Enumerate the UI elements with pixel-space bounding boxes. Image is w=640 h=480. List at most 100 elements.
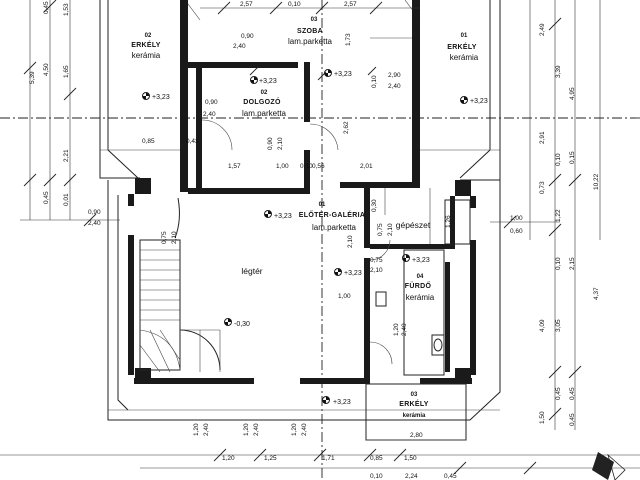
svg-text:1,50: 1,50 (539, 411, 546, 424)
room-label-legter: légtér (241, 266, 262, 276)
dimension-texts: 2,57 0,10 2,57 0,90 2,40 0,90 2,40 2,90 … (88, 1, 523, 480)
svg-text:2,40: 2,40 (388, 83, 401, 90)
svg-text:5,39: 5,39 (29, 71, 36, 84)
svg-text:+3,23: +3,23 (333, 399, 351, 406)
svg-text:2,40: 2,40 (401, 323, 408, 336)
svg-text:2,10: 2,10 (171, 231, 178, 244)
svg-text:2,40: 2,40 (301, 423, 308, 436)
svg-text:0,45: 0,45 (444, 473, 457, 480)
svg-text:2,10: 2,10 (277, 137, 284, 150)
svg-text:1,65: 1,65 (63, 65, 70, 78)
svg-text:4,95: 4,95 (569, 87, 576, 100)
svg-text:0,73: 0,73 (539, 181, 546, 194)
svg-text:2,15: 2,15 (569, 257, 576, 270)
svg-text:03: 03 (411, 392, 418, 398)
svg-text:0,45: 0,45 (569, 387, 576, 400)
svg-text:02: 02 (261, 90, 268, 96)
svg-text:ELŐTÉR-GALÉRIA: ELŐTÉR-GALÉRIA (299, 210, 365, 219)
svg-text:01: 01 (461, 33, 468, 39)
svg-text:01: 01 (319, 202, 326, 208)
svg-text:2,40: 2,40 (233, 43, 246, 50)
svg-text:légtér: légtér (241, 266, 262, 276)
room-label-dolgozo: 02 DOLGOZÓ lam.parketta (242, 90, 287, 118)
level-marker-icons (142, 69, 468, 404)
svg-text:4,50: 4,50 (43, 63, 50, 76)
room-label-erkely-bottom: 03 ERKÉLY kerámia (399, 392, 429, 419)
svg-text:ERKÉLY: ERKÉLY (447, 42, 477, 51)
svg-text:DOLGOZÓ: DOLGOZÓ (243, 97, 281, 106)
svg-text:1,71: 1,71 (322, 455, 335, 462)
svg-text:0,75: 0,75 (161, 231, 168, 244)
svg-text:1,26: 1,26 (445, 215, 452, 228)
svg-text:1,73: 1,73 (345, 33, 352, 46)
svg-text:0,45: 0,45 (569, 413, 576, 426)
svg-text:+3,23: +3,23 (344, 270, 362, 277)
svg-text:1,00: 1,00 (338, 293, 351, 300)
svg-text:0,10: 0,10 (555, 153, 562, 166)
svg-text:lam.parketta: lam.parketta (288, 37, 333, 46)
svg-text:+3,23: +3,23 (412, 257, 430, 264)
svg-text:0,01: 0,01 (63, 193, 70, 206)
svg-text:02: 02 (145, 33, 152, 39)
svg-text:+3,23: +3,23 (274, 213, 292, 220)
roof-outline (99, 0, 501, 421)
svg-text:0,15: 0,15 (569, 151, 576, 164)
svg-text:4,09: 4,09 (539, 319, 546, 332)
svg-text:04: 04 (417, 274, 424, 280)
svg-text:2,01: 2,01 (360, 163, 373, 170)
svg-text:+3,23: +3,23 (334, 71, 352, 78)
svg-text:2,21: 2,21 (63, 149, 70, 162)
svg-text:lam.parketta: lam.parketta (312, 223, 357, 232)
svg-text:2,91: 2,91 (539, 131, 546, 144)
svg-text:0,10: 0,10 (555, 257, 562, 270)
svg-text:+3,23: +3,23 (259, 78, 277, 85)
north-arrow-icon (592, 452, 626, 480)
room-label-erkely-left: 02 ERKÉLY kerámia (131, 33, 161, 60)
svg-text:1,20: 1,20 (222, 455, 235, 462)
svg-text:0,90: 0,90 (241, 33, 254, 40)
svg-text:lam.parketta: lam.parketta (242, 109, 287, 118)
svg-text:0,43: 0,43 (186, 138, 199, 145)
svg-text:3,05: 3,05 (555, 319, 562, 332)
svg-text:+3,23: +3,23 (470, 98, 488, 105)
svg-text:1,20: 1,20 (393, 323, 400, 336)
svg-text:-0,30: -0,30 (234, 321, 250, 328)
room-label-erkely-right: 01 ERKÉLY kerámia (447, 33, 479, 62)
svg-text:2,90: 2,90 (388, 72, 401, 79)
svg-text:1,57: 1,57 (228, 163, 241, 170)
svg-text:0,75: 0,75 (370, 257, 383, 264)
room-label-szoba: 03 SZOBA lam.parketta (288, 17, 333, 46)
svg-text:1,20: 1,20 (291, 423, 298, 436)
svg-text:2,80: 2,80 (410, 432, 423, 439)
svg-text:1,00: 1,00 (510, 215, 523, 222)
svg-text:2,57: 2,57 (240, 1, 253, 8)
door-swings (201, 119, 471, 365)
svg-text:0,90: 0,90 (205, 99, 218, 106)
svg-text:2,40: 2,40 (88, 220, 101, 227)
svg-text:1,50: 1,50 (404, 455, 417, 462)
svg-text:gépészet: gépészet (396, 220, 431, 230)
svg-text:0,85: 0,85 (370, 455, 383, 462)
room-label-eloter: 01 ELŐTÉR-GALÉRIA lam.parketta (299, 202, 365, 232)
svg-text:1,53: 1,53 (63, 3, 70, 16)
svg-text:1,20: 1,20 (243, 423, 250, 436)
svg-text:0,45: 0,45 (43, 191, 50, 204)
svg-text:kerámia: kerámia (132, 51, 161, 60)
svg-text:2,10: 2,10 (347, 235, 354, 248)
svg-text:2,10: 2,10 (370, 267, 383, 274)
svg-text:0,85: 0,85 (142, 138, 155, 145)
bottom-balcony (365, 383, 467, 441)
svg-text:0,75: 0,75 (377, 223, 384, 236)
svg-text:0,10: 0,10 (288, 1, 301, 8)
svg-text:2,10: 2,10 (387, 223, 394, 236)
svg-text:SZOBA: SZOBA (297, 28, 323, 35)
svg-text:FÜRDŐ: FÜRDŐ (405, 281, 432, 290)
svg-text:ERKÉLY: ERKÉLY (399, 399, 429, 408)
svg-text:0,10: 0,10 (300, 163, 313, 170)
svg-text:0,10: 0,10 (371, 75, 378, 88)
svg-text:2,57: 2,57 (344, 1, 357, 8)
svg-text:2,49: 2,49 (539, 23, 546, 36)
svg-text:0,56: 0,56 (312, 163, 325, 170)
